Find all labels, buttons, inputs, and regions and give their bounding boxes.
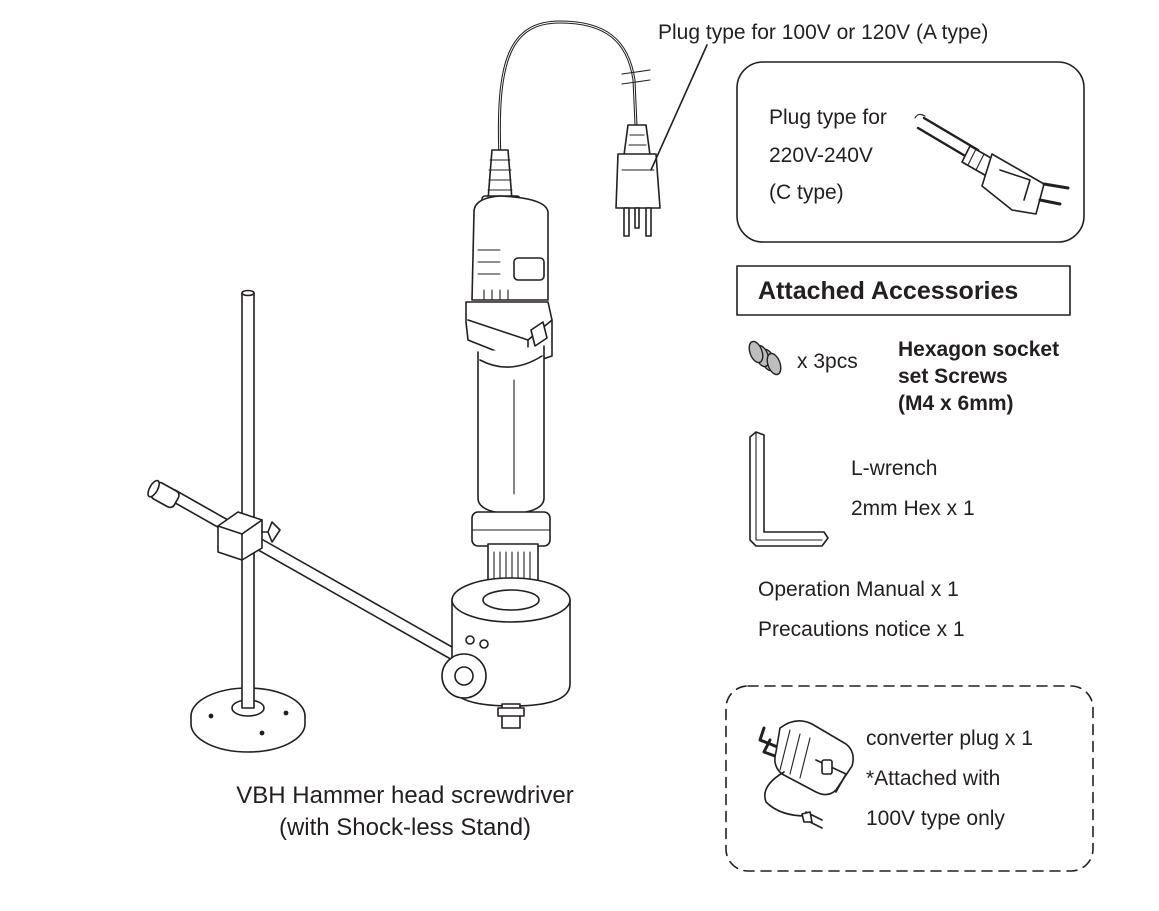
set-screw-icon (748, 340, 782, 376)
precautions-label: Precautions notice x 1 (758, 618, 965, 641)
screws-name-line2: set Screws (898, 365, 1008, 388)
lwrench-label-line2: 2mm Hex x 1 (851, 497, 975, 520)
caption-line1: VBH Hammer head screwdriver (236, 782, 574, 809)
screws-qty: x 3pcs (797, 350, 858, 373)
screws-name-line1: Hexagon socket (898, 338, 1060, 361)
lwrench-label-line1: L-wrench (851, 457, 938, 480)
plug-c-label-line1: Plug type for (769, 106, 887, 129)
plug-a-label: Plug type for 100V or 120V (A type) (658, 21, 989, 44)
plug-c-label-line3: (C type) (769, 181, 844, 204)
converter-label-line2: *Attached with (866, 767, 1001, 790)
converter-label-line1: converter plug x 1 (866, 727, 1033, 750)
accessories-title: Attached Accessories (758, 277, 1019, 305)
manual-label: Operation Manual x 1 (758, 578, 959, 601)
screwdriver-icon (441, 20, 638, 729)
plug-c-label-line2: 220V-240V (769, 144, 873, 167)
screws-name-line3: (M4 x 6mm) (898, 392, 1014, 415)
plug-c-type-icon (914, 113, 1070, 215)
plug-c-box (736, 61, 1085, 243)
converter-box (725, 685, 1094, 872)
converter-plug-icon (758, 720, 854, 829)
shockless-stand-icon (147, 289, 476, 753)
plug-a-leader-line (650, 44, 708, 171)
l-wrench-icon (749, 431, 829, 547)
plug-a-type-icon (615, 69, 661, 237)
accessories-title-box (736, 265, 1071, 316)
converter-label-line3: 100V type only (866, 807, 1005, 830)
caption-line2: (with Shock-less Stand) (278, 814, 532, 841)
